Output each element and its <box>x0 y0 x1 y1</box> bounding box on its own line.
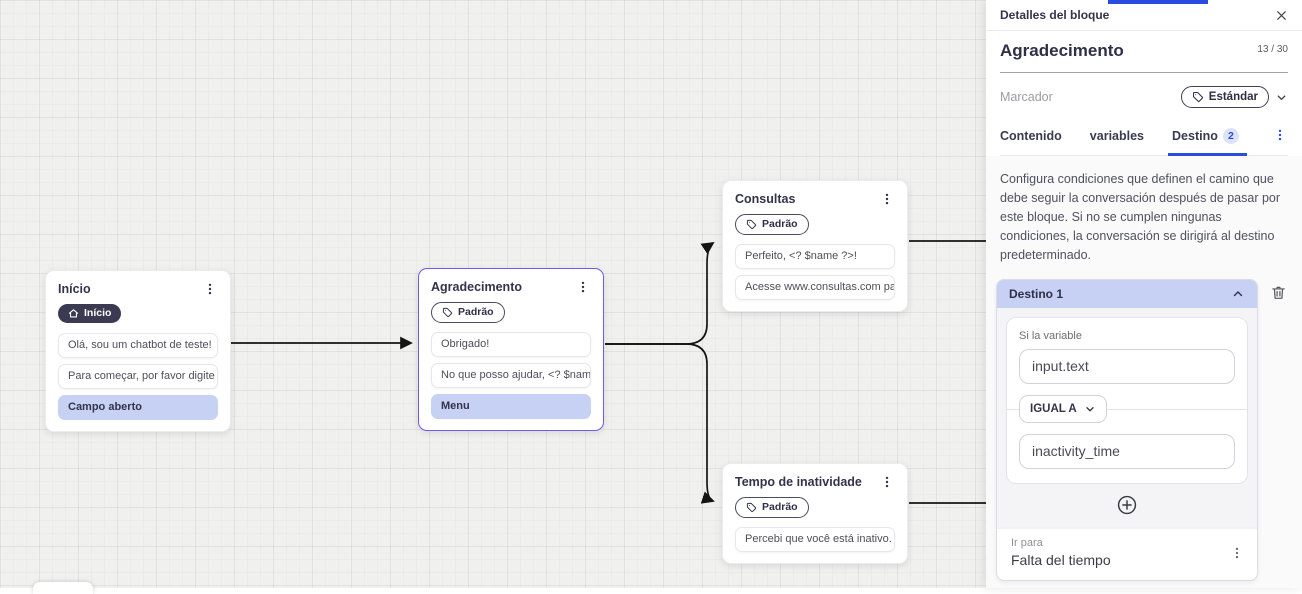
home-icon <box>68 309 79 318</box>
block-name-input[interactable]: Agradecimento <box>1000 41 1124 60</box>
trash-icon[interactable] <box>1270 284 1287 301</box>
flow-connections <box>231 240 986 504</box>
char-counter: 13 / 30 <box>1257 44 1288 55</box>
destination-title: Destino 1 <box>1009 287 1064 301</box>
destination-description: Configura condiciones que definen el cam… <box>1000 172 1281 262</box>
node-item[interactable]: Obrigado! <box>431 332 591 357</box>
node-title: Tempo de inatividade <box>735 475 862 489</box>
chevron-down-icon <box>1085 407 1094 412</box>
node-type-badge: Padrão <box>735 214 809 235</box>
close-icon[interactable] <box>1273 7 1289 23</box>
condition-label: Si la variable <box>1019 330 1082 342</box>
node-item[interactable]: No que posso ajudar, <? $name ... <box>431 363 591 388</box>
tab-destino[interactable]: Destino 2 <box>1168 121 1247 156</box>
node-agradecimento[interactable]: Agradecimento Padrão Obrigado! No que po… <box>418 268 604 431</box>
flow-canvas[interactable]: Início Início Olá, sou um chatbot de tes… <box>0 0 986 594</box>
kebab-icon[interactable] <box>202 281 218 297</box>
node-item[interactable]: Perfeito, <? $name ?>! <box>735 244 895 269</box>
kebab-icon[interactable] <box>879 474 895 490</box>
marker-pill[interactable]: Estándar <box>1180 86 1269 108</box>
node-item[interactable]: Percebi que você está inativo. C... <box>735 527 895 552</box>
node-inicio[interactable]: Início Início Olá, sou um chatbot de tes… <box>45 270 231 432</box>
node-title: Agradecimento <box>431 280 522 294</box>
tag-icon <box>746 219 757 230</box>
go-to-label: Ir para <box>1011 537 1043 549</box>
node-item-menu[interactable]: Menu <box>431 394 591 419</box>
tag-icon <box>442 307 453 318</box>
node-type-badge: Padrão <box>735 497 809 518</box>
node-type-badge: Padrão <box>431 302 505 323</box>
compare-value-input[interactable]: inactivity_time <box>1019 434 1235 469</box>
kebab-icon[interactable] <box>575 279 591 295</box>
block-details-panel: Detalles del bloque Agradecimento 13 / 3… <box>986 0 1302 588</box>
tab-variables[interactable]: variables <box>1089 129 1145 143</box>
condition-card: Si la variable input.text IGUAL A inacti… <box>1006 317 1248 484</box>
destination-card: Destino 1 Si la variable input.text IGUA… <box>996 279 1258 581</box>
horizontal-scrollbar[interactable] <box>1108 0 1208 4</box>
go-to-value: Falta del tiempo <box>1011 552 1111 568</box>
node-item-open-field[interactable]: Campo aberto <box>58 395 218 420</box>
destino-count-badge: 2 <box>1222 128 1239 144</box>
marker-select[interactable]: Estándar <box>1180 86 1288 108</box>
panel-title: Detalles del bloque <box>1000 8 1110 22</box>
node-title: Início <box>58 282 91 296</box>
variable-input[interactable]: input.text <box>1019 349 1235 384</box>
marker-label: Marcador <box>1000 90 1053 104</box>
node-tempo-inatividade[interactable]: Tempo de inatividade Padrão Percebi que … <box>722 463 908 564</box>
node-consultas[interactable]: Consultas Padrão Perfeito, <? $name ?>! … <box>722 180 908 312</box>
panel-tabs: Contenido variables Destino 2 <box>1000 117 1288 156</box>
canvas-toolbar-partial[interactable] <box>33 582 93 594</box>
chevron-down-icon <box>1277 94 1286 100</box>
tag-icon <box>746 502 757 513</box>
node-type-badge: Início <box>58 304 122 323</box>
node-item[interactable]: Para começar, por favor digite o ... <box>58 364 218 389</box>
node-item[interactable]: Acesse www.consultas.com par... <box>735 275 895 300</box>
kebab-icon[interactable] <box>879 191 895 207</box>
chevron-up-icon[interactable] <box>1231 287 1245 301</box>
go-to-kebab-icon[interactable] <box>1229 545 1245 561</box>
tab-contenido[interactable]: Contenido <box>1000 129 1062 143</box>
node-item[interactable]: Olá, sou um chatbot de teste! <box>58 333 218 358</box>
destination-card-header[interactable]: Destino 1 <box>997 280 1257 308</box>
node-title: Consultas <box>735 192 796 206</box>
add-condition-icon[interactable] <box>1116 494 1138 516</box>
tag-icon <box>1192 91 1203 103</box>
operator-select[interactable]: IGUAL A <box>1019 395 1107 423</box>
tabs-kebab-icon[interactable] <box>1272 127 1288 143</box>
